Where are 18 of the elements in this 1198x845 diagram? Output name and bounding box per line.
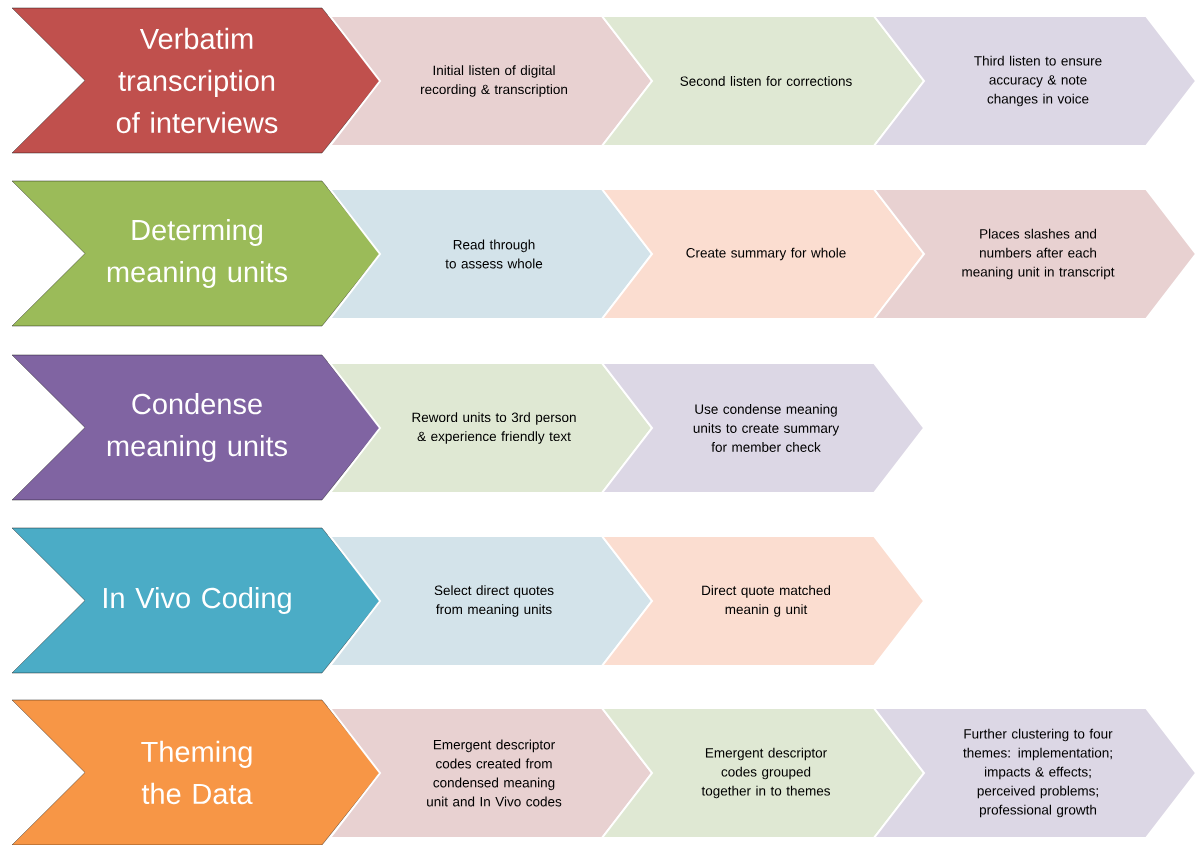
task-banner: Reword units to 3rd person & experience friendly text bbox=[327, 362, 654, 494]
task-banner: Use condense meaning units to create summary for member check bbox=[599, 362, 926, 494]
task-banner: Emergent descriptor codes created from condensed meaning unit and In Vivo codes bbox=[327, 707, 654, 839]
task-banner: Read through to assess whole bbox=[327, 188, 654, 320]
task-banner: Further clustering to four themes: implementation; impacts & effects; perceived problems; professional growth bbox=[871, 707, 1198, 839]
task-banner: Third listen to ensure accuracy & note changes in voice bbox=[871, 15, 1198, 147]
task-banner: Direct quote matched meanin g unit bbox=[599, 535, 926, 667]
stage-banner: Verbatim transcription of interviews bbox=[11, 7, 381, 154]
task-banner: Initial listen of digital recording & transcription bbox=[327, 15, 654, 147]
stage-banner: In Vivo Coding bbox=[11, 527, 381, 674]
task-banner: Emergent descriptor codes grouped together in to themes bbox=[599, 707, 926, 839]
task-banner: Create summary for whole bbox=[599, 188, 926, 320]
stage-banner: Condense meaning units bbox=[11, 354, 381, 501]
task-banner: Second listen for corrections bbox=[599, 15, 926, 147]
task-banner: Select direct quotes from meaning units bbox=[327, 535, 654, 667]
stage-banner: Determing meaning units bbox=[11, 180, 381, 327]
task-banner: Places slashes and numbers after each meaning unit in transcript bbox=[871, 188, 1198, 320]
stage-banner: Theming the Data bbox=[11, 699, 381, 845]
